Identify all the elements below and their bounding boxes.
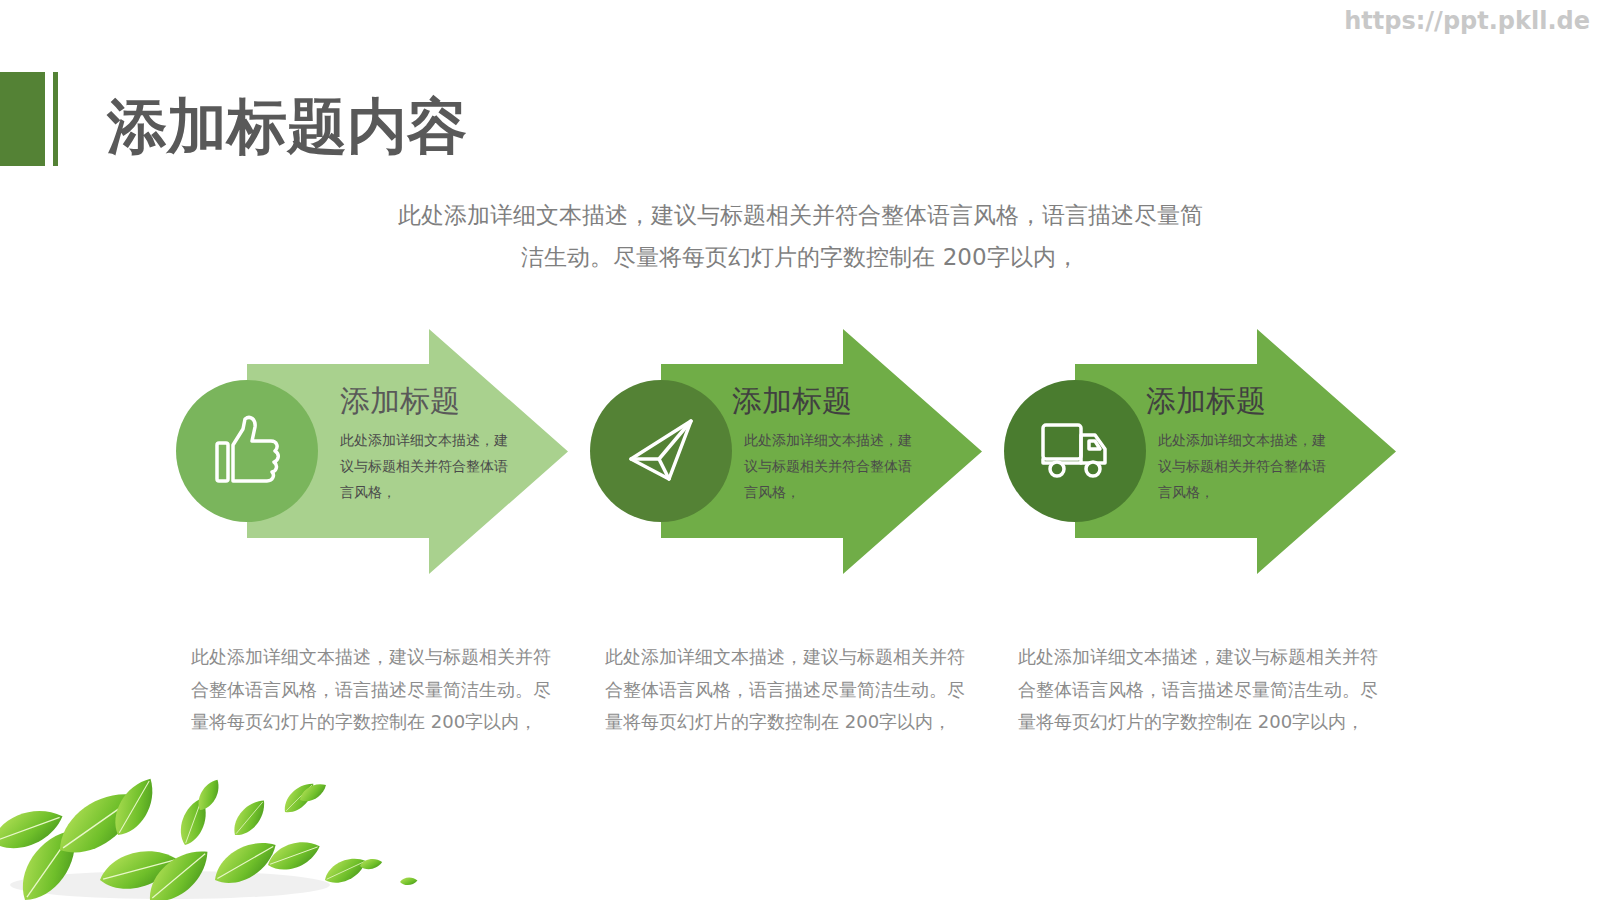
- step-body: 此处添加详细文本描述，建议与标题相关并符合整体语言风格，: [1158, 427, 1326, 505]
- arrow-shape: [1004, 329, 1396, 574]
- step-heading: 添加标题: [340, 381, 460, 421]
- arrow-step: 添加标题此处添加详细文本描述，建议与标题相关并符合整体语言风格，: [176, 329, 568, 574]
- arrow-shape: [590, 329, 982, 574]
- step-heading: 添加标题: [1146, 381, 1266, 421]
- slide-title: 添加标题内容: [107, 88, 467, 164]
- title-bar-thin: [53, 72, 58, 166]
- arrow-step: 添加标题此处添加详细文本描述，建议与标题相关并符合整体语言风格，: [1004, 329, 1396, 574]
- watermark: https://ppt.pkll.de: [1340, 6, 1590, 36]
- title-bar: [0, 72, 45, 166]
- icon-circle: [176, 380, 318, 522]
- icon-circle: [590, 380, 732, 522]
- icon-circle: [1004, 380, 1146, 522]
- description-text: 此处添加详细文本描述，建议与标题相关并符合整体语言风格，语言描述尽量简洁生动。尽…: [605, 641, 975, 739]
- arrow-shape: [176, 329, 568, 574]
- leaves-illustration: [0, 772, 418, 900]
- description-text: 此处添加详细文本描述，建议与标题相关并符合整体语言风格，语言描述尽量简洁生动。尽…: [191, 641, 561, 739]
- step-body: 此处添加详细文本描述，建议与标题相关并符合整体语言风格，: [744, 427, 912, 505]
- intro-text: 此处添加详细文本描述，建议与标题相关并符合整体语言风格，语言描述尽量简洁生动。尽…: [390, 194, 1210, 278]
- arrow-step: 添加标题此处添加详细文本描述，建议与标题相关并符合整体语言风格，: [590, 329, 982, 574]
- step-heading: 添加标题: [732, 381, 852, 421]
- step-body: 此处添加详细文本描述，建议与标题相关并符合整体语言风格，: [340, 427, 508, 505]
- description-text: 此处添加详细文本描述，建议与标题相关并符合整体语言风格，语言描述尽量简洁生动。尽…: [1018, 641, 1388, 739]
